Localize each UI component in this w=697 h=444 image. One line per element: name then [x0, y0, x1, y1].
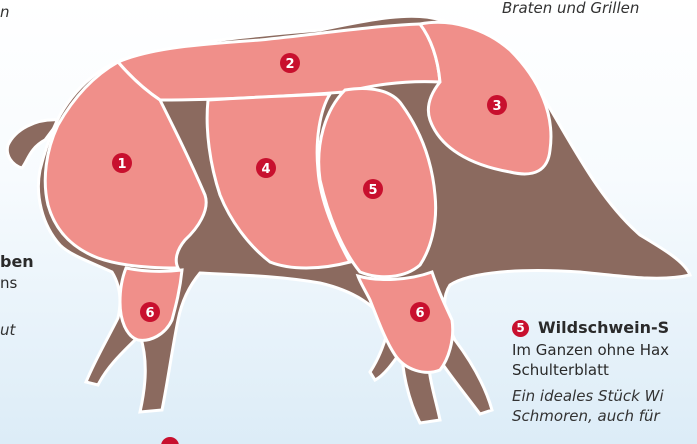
cut-badge-1-label: 1	[117, 157, 126, 172]
legend-5-italic-2: Schmoren, auch für	[512, 406, 660, 426]
cut-badge-3: 3	[487, 95, 507, 115]
cut-badge-2-label: 2	[285, 57, 294, 72]
cut-badge-6-rear: 6	[410, 302, 430, 322]
cut-badge-1: 1	[112, 153, 132, 173]
legend-5-italic-1: Ein ideales Stück Wi	[512, 386, 664, 406]
cut-badge-2: 2	[280, 53, 300, 73]
cut-badge-4: 4	[256, 158, 276, 178]
cut-6-rear-shank	[358, 272, 453, 372]
legend-5-badge: 5	[512, 320, 529, 337]
legend-5-desc-1: Im Ganzen ohne Hax	[512, 340, 669, 360]
cut-badge-4-label: 4	[261, 162, 270, 177]
legend-5-desc-2: Schulterblatt	[512, 360, 609, 380]
cut-badge-5: 5	[363, 179, 383, 199]
cut-badge-6-front-label: 6	[145, 306, 154, 321]
legend-5-title: Wildschwein-S	[538, 318, 669, 338]
cut-badge-6-rear-label: 6	[415, 306, 424, 321]
cut-badge-5-label: 5	[368, 183, 377, 198]
legend-item-5: 5 Wildschwein-S Im Ganzen ohne Hax Schul…	[512, 318, 697, 444]
cut-badge-partial	[161, 437, 179, 444]
cut-badge-6-front: 6	[140, 302, 160, 322]
cut-badge-3-label: 3	[492, 99, 501, 114]
